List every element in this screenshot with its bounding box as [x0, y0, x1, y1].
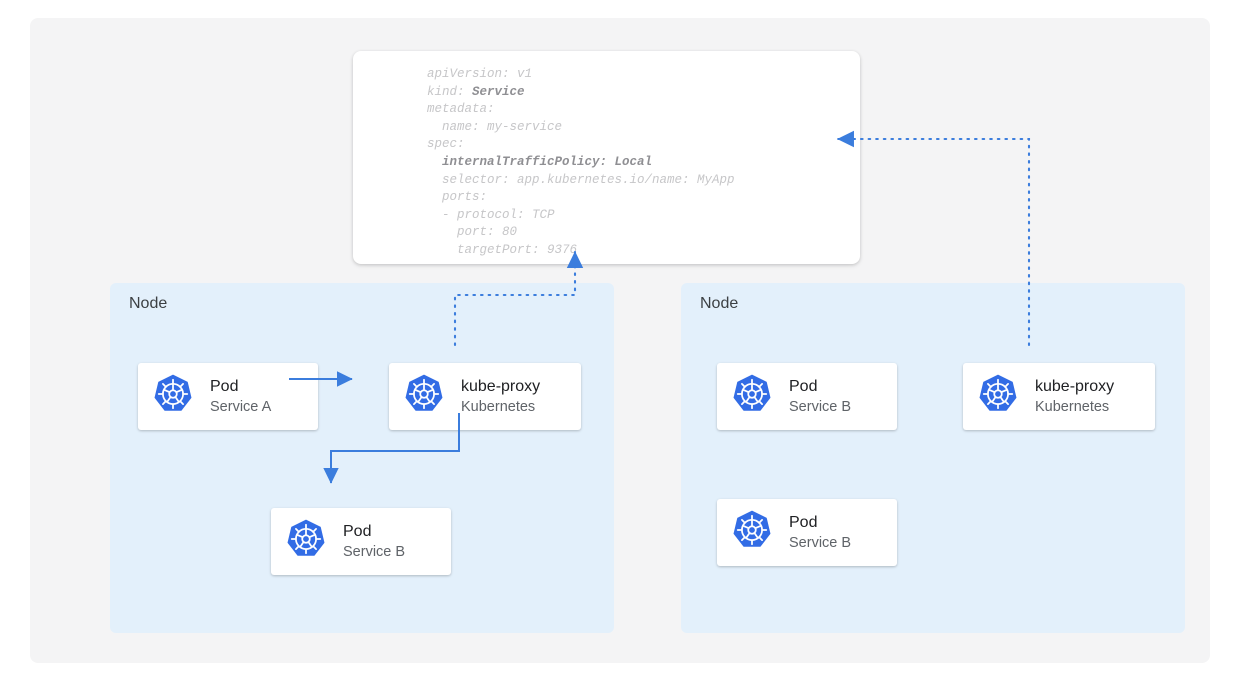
node-panel-right: Node	[681, 283, 1185, 633]
card-title: kube-proxy	[461, 377, 541, 395]
yaml-line-2: metadata:	[427, 102, 495, 117]
yaml-line-6: selector: app.kubernetes.io/name: MyApp	[427, 172, 735, 187]
card-subtitle: Service B	[789, 534, 852, 551]
yaml-line-5: internalTrafficPolicy: Local	[427, 154, 653, 169]
node-label-right: Node	[700, 295, 739, 312]
card-title: Pod	[789, 513, 818, 531]
card-subtitle: Kubernetes	[1035, 398, 1110, 415]
yaml-line-10: targetPort: 9376	[427, 242, 578, 257]
card-subtitle: Service B	[343, 543, 406, 560]
card-pod-service-b-right-2[interactable]: Pod Service B	[717, 499, 897, 566]
card-subtitle: Service A	[210, 398, 272, 415]
yaml-line-1-emphasis: Service	[472, 84, 525, 99]
kubernetes-logo-icon	[403, 373, 445, 420]
card-title: Pod	[210, 377, 239, 395]
card-text-block: Pod Service B	[789, 513, 851, 553]
yaml-line-0: apiVersion: v1	[427, 67, 533, 81]
yaml-line-8: - protocol: TCP	[427, 207, 555, 222]
card-pod-service-a[interactable]: Pod Service A	[138, 363, 318, 430]
card-text-block: Pod Service A	[210, 377, 271, 417]
yaml-line-7: ports:	[427, 190, 488, 205]
card-title: Pod	[789, 377, 818, 395]
yaml-line-4: spec:	[427, 137, 465, 152]
yaml-code-block: apiVersion: v1 kind: Service metadata: nam…	[427, 66, 735, 260]
card-pod-service-b-left[interactable]: Pod Service B	[271, 508, 451, 575]
card-text-block: kube-proxy Kubernetes	[1035, 377, 1114, 417]
card-text-block: kube-proxy Kubernetes	[461, 377, 540, 417]
yaml-line-3: name: my-service	[427, 119, 563, 134]
service-spec-yaml-card: apiVersion: v1 kind: Service metadata: nam…	[353, 51, 860, 264]
diagram-canvas: apiVersion: v1 kind: Service metadata: nam…	[30, 18, 1210, 663]
kubernetes-logo-icon	[152, 373, 194, 420]
card-text-block: Pod Service B	[343, 522, 405, 562]
card-subtitle: Kubernetes	[461, 398, 536, 415]
card-title: Pod	[343, 522, 372, 540]
card-subtitle: Service B	[789, 398, 852, 415]
kubernetes-logo-icon	[731, 509, 773, 556]
card-title: kube-proxy	[1035, 377, 1115, 395]
node-label-left: Node	[129, 295, 168, 312]
kubernetes-logo-icon	[285, 518, 327, 565]
card-kube-proxy-right[interactable]: kube-proxy Kubernetes	[963, 363, 1155, 430]
card-kube-proxy-left[interactable]: kube-proxy Kubernetes	[389, 363, 581, 430]
card-pod-service-b-right-1[interactable]: Pod Service B	[717, 363, 897, 430]
yaml-line-1: kind: Service	[427, 84, 525, 99]
card-text-block: Pod Service B	[789, 377, 851, 417]
node-panel-left: Node	[110, 283, 614, 633]
kubernetes-logo-icon	[731, 373, 773, 420]
kubernetes-logo-icon	[977, 373, 1019, 420]
yaml-line-9: port: 80	[427, 225, 518, 240]
